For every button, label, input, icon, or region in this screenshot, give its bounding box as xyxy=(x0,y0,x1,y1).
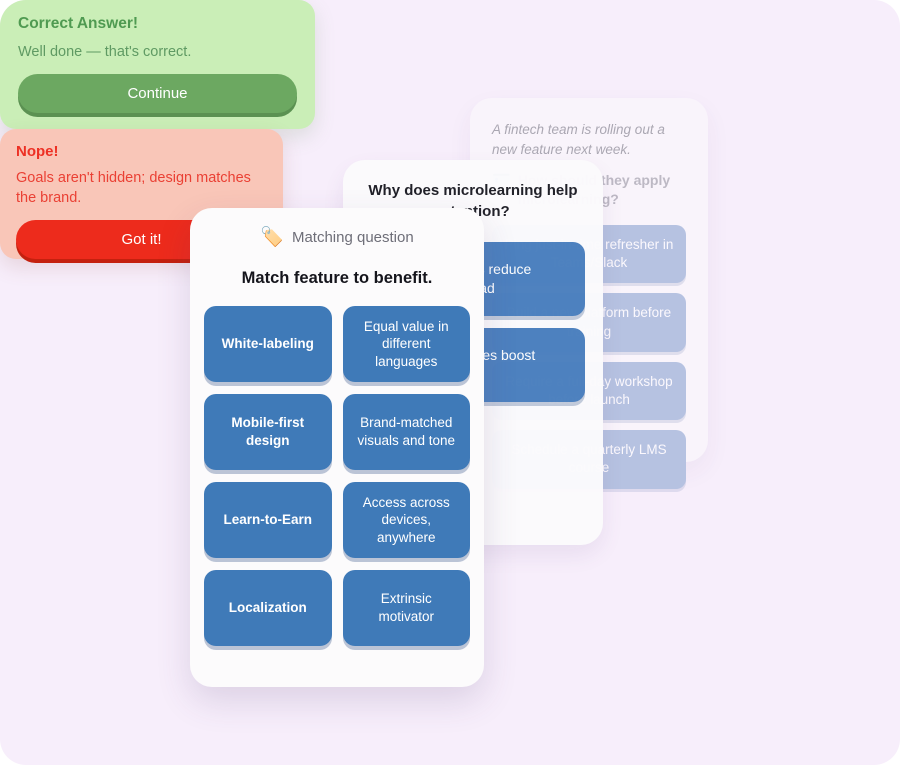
question-kind-label: Matching question xyxy=(291,229,414,246)
match-feature-tile[interactable]: Mobile-first design xyxy=(204,394,332,470)
match-benefit-tile[interactable]: Access across devices, anywhere xyxy=(342,482,470,558)
tags-icon: 🏷️ xyxy=(260,227,284,248)
match-benefit-tile[interactable]: Extrinsic motivator xyxy=(342,570,470,646)
question-kind-row: 🏷️ Matching question xyxy=(204,228,470,247)
incorrect-feedback-body: Goals aren't hidden; design matches the … xyxy=(16,170,251,206)
match-feature-tile[interactable]: Localization xyxy=(204,570,332,646)
correct-feedback-title: Correct Answer! xyxy=(18,15,139,32)
correct-feedback-body: Well done — that's correct. xyxy=(18,44,192,60)
match-feature-tile[interactable]: White-labeling xyxy=(204,306,332,382)
matching-prompt: Match feature to benefit. xyxy=(241,269,433,287)
match-benefit-tile[interactable]: Equal value in different languages xyxy=(342,306,470,382)
continue-button[interactable]: Continue xyxy=(18,74,297,113)
incorrect-feedback-title: Nope! xyxy=(16,143,59,160)
match-feature-tile[interactable]: Learn-to-Earn xyxy=(204,482,332,558)
correct-feedback-card: Correct Answer! Well done — that's corre… xyxy=(0,0,315,129)
matching-grid: White-labeling Equal value in different … xyxy=(204,306,470,646)
matching-question-card: 🏷️ Matching question Match feature to be… xyxy=(190,208,484,687)
match-benefit-tile[interactable]: Brand-matched visuals and tone xyxy=(342,394,470,470)
scenario-text: A fintech team is rolling out a new feat… xyxy=(492,122,665,157)
